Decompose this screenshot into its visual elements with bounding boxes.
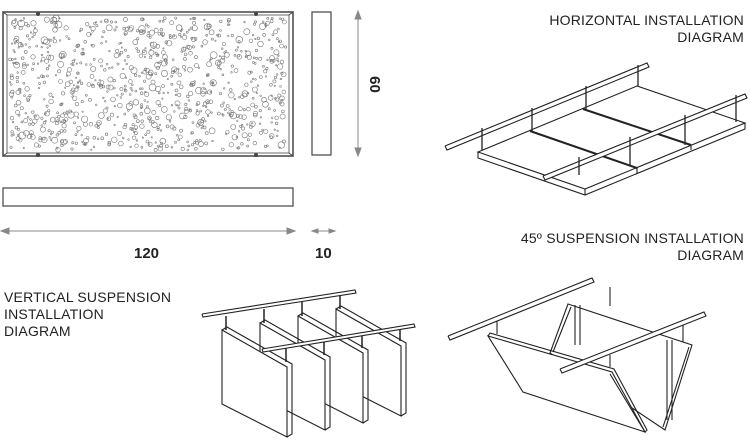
horizontal-installation-label: HORIZONTAL INSTALLATION DIAGRAM (549, 12, 744, 46)
vertical-suspension-drawing (201, 289, 416, 438)
vertical-suspension-label: VERTICAL SUSPENSION INSTALLATION DIAGRAM (4, 289, 171, 340)
horizontal-installation-drawing (444, 62, 748, 196)
label-line: HORIZONTAL INSTALLATION (549, 12, 744, 28)
label-line: VERTICAL SUSPENSION (4, 289, 172, 305)
panel-top-view (2, 187, 294, 207)
panel-side-view (311, 11, 332, 156)
depth-dimension: 10 (315, 245, 332, 262)
label-line: DIAGRAM (677, 247, 744, 263)
height-dimension: 60 (365, 76, 383, 93)
label-line: DIAGRAM (677, 29, 744, 45)
label-line: 45º SUSPENSION INSTALLATION (520, 230, 744, 246)
suspension-45-drawing (447, 277, 707, 433)
label-line: DIAGRAM (4, 323, 71, 339)
panel-front-view (2, 11, 294, 157)
support-rod (261, 323, 416, 353)
suspension-45-label: 45º SUSPENSION INSTALLATION DIAGRAM (521, 230, 744, 264)
dimension-arrows (0, 9, 362, 235)
label-line: INSTALLATION (4, 306, 104, 322)
length-dimension: 120 (134, 245, 160, 262)
